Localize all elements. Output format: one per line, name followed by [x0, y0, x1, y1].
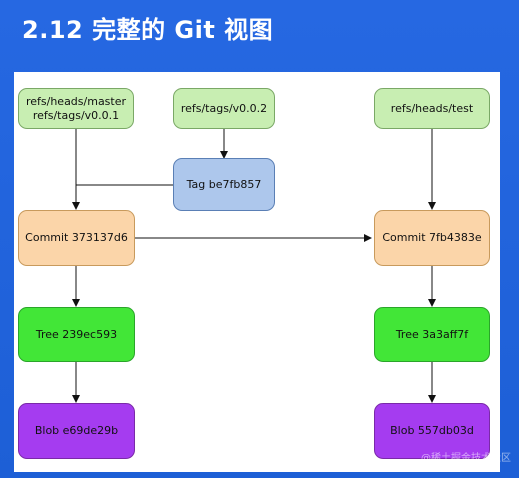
node-tree-right: Tree 3a3aff7f [374, 307, 490, 362]
node-commit-right: Commit 7fb4383e [374, 210, 490, 266]
node-ref-master: refs/heads/master refs/tags/v0.0.1 [18, 88, 134, 129]
node-tree-left: Tree 239ec593 [18, 307, 135, 362]
node-blob-left: Blob e69de29b [18, 403, 135, 459]
edges-layer [72, 129, 436, 403]
watermark: @稀土掘金技术社区 [421, 453, 511, 464]
node-ref-test: refs/heads/test [374, 88, 490, 129]
diagram-panel: refs/heads/master refs/tags/v0.0.1 refs/… [14, 72, 500, 472]
node-tag: Tag be7fb857 [173, 158, 275, 211]
node-ref-tag: refs/tags/v0.0.2 [173, 88, 275, 129]
node-blob-right: Blob 557db03d [374, 403, 490, 459]
slide-title: 2.12 完整的 Git 视图 [22, 16, 274, 44]
node-commit-left: Commit 373137d6 [18, 210, 135, 266]
